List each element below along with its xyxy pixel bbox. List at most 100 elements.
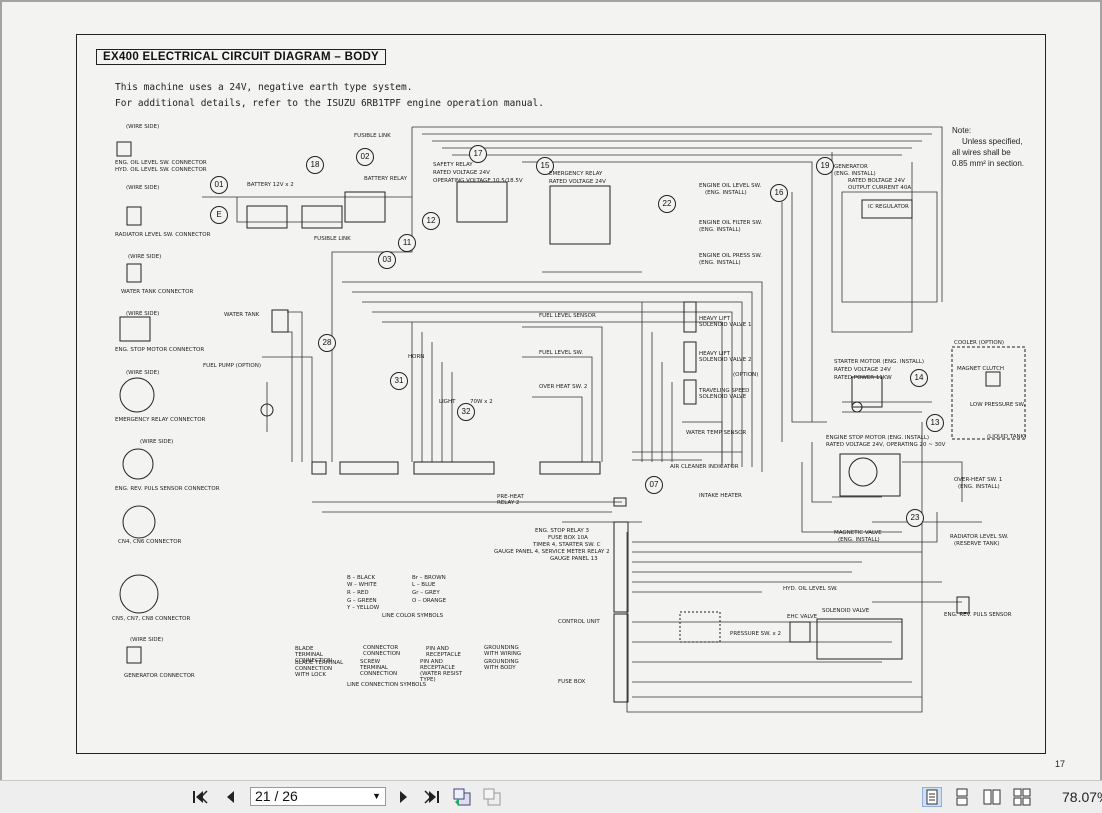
heavy-lift-1-label: HEAVY LIFT SOLENOID VALVE 1 [699, 316, 752, 328]
safety-relay-voltage: RATED VOLTAGE 24V [433, 170, 490, 176]
eng-install-label: (ENG. INSTALL) [699, 227, 741, 233]
radiator-connector-label: RADIATOR LEVEL SW. CONNECTOR [115, 232, 211, 238]
cooler-label: COOLER (OPTION) [954, 340, 1004, 346]
eng-stop-motor-label: ENGINE STOP MOTOR (ENG. INSTALL) [826, 435, 930, 441]
legend-connection: GROUNDING WITH WIRING [484, 645, 522, 657]
legend-connection-title: LINE CONNECTION SYMBOLS [347, 682, 427, 688]
safety-relay-operating: OPERATING VOLTAGE 10.5/18.5V [433, 178, 523, 184]
eng-stop-connector-label: ENG. STOP MOTOR CONNECTOR [115, 347, 205, 353]
cn7-list-item: FUSE BOX 10A [548, 535, 588, 541]
first-page-icon [193, 790, 208, 804]
travel-speed-label: TRAVELING SPEED SOLENOID VALVE [699, 388, 750, 400]
eng-oil-press-label: ENGINE OIL PRESS SW. [699, 253, 762, 259]
cn7-list-item: GAUGE PANEL 4, SERVICE METER RELAY 2 [494, 549, 610, 555]
hyd-oil-level-connector-label: HYD. OIL LEVEL SW. CONNECTOR [115, 167, 207, 173]
callout-03: 03 [378, 251, 396, 269]
callout-15: 15 [536, 157, 554, 175]
emergency-relay-voltage: RATED VOLTAGE 24V [549, 179, 606, 185]
two-page-continuous-icon [1013, 788, 1031, 806]
chevron-down-icon: ▼ [372, 791, 381, 801]
note-title: Note: [952, 126, 972, 135]
callout-18: 18 [306, 156, 324, 174]
callout-23: 23 [906, 509, 924, 527]
single-page-icon [926, 789, 938, 805]
wire-side-label: (WIRE SIDE) [126, 185, 160, 191]
cn7-list-item: ENG. STOP RELAY 3 [535, 528, 590, 534]
callout-01: 01 [210, 176, 228, 194]
light-rating: 70W x 2 [470, 399, 493, 405]
eng-install-label: (ENG. INSTALL) [699, 260, 741, 266]
callout-28: 28 [318, 334, 336, 352]
forward-view-icon [483, 788, 501, 806]
generator-connector-label: GENERATOR CONNECTOR [124, 673, 195, 679]
callout-32: 32 [457, 403, 475, 421]
wire-side-label: (WIRE SIDE) [126, 124, 160, 130]
continuous-view-button[interactable] [952, 787, 972, 807]
magnet-clutch-label: MAGNET CLUTCH [957, 366, 1005, 372]
two-page-continuous-view-button[interactable] [1012, 787, 1032, 807]
continuous-page-icon [956, 788, 968, 806]
water-tank-label: WATER TANK [224, 312, 260, 318]
legend-connection: BLADE TERMINAL CONNECTION WITH LOCK [295, 660, 344, 678]
page-selector[interactable]: 21 / 26 ▼ [250, 787, 386, 806]
first-page-button[interactable] [190, 787, 210, 807]
zoom-level[interactable]: 78.07% [1062, 789, 1102, 805]
callout-31: 31 [390, 372, 408, 390]
callout-12: 12 [422, 212, 440, 230]
magnetic-valve-label: MAGNETIC VALVE [834, 530, 882, 536]
water-tank-connector-label: WATER TANK CONNECTOR [121, 289, 194, 295]
go-back-view-button[interactable] [452, 787, 472, 807]
eng-oil-level-label: ENGINE OIL LEVEL SW. [699, 183, 762, 189]
fuse-box-label: FUSE BOX [558, 679, 586, 685]
ic-regulator-label: IC REGULATOR [868, 204, 909, 210]
wire-side-label: (WIRE SIDE) [140, 439, 174, 445]
go-forward-view-button[interactable] [482, 787, 502, 807]
back-view-icon [453, 788, 471, 806]
legend-connection: PIN AND RECEPTACLE [426, 646, 461, 658]
callout-14: 14 [910, 369, 928, 387]
fusible-link-label: FUSIBLE LINK [354, 133, 391, 139]
callout-22: 22 [658, 195, 676, 213]
eng-install-label: (ENG. INSTALL) [834, 171, 876, 177]
legend-color: Br – BROWN [412, 575, 446, 581]
starter-voltage: RATED VOLTAGE 24V [834, 367, 891, 373]
page-selector-value: 21 / 26 [255, 788, 298, 804]
next-page-icon [400, 791, 407, 803]
legend-color-title: LINE COLOR SYMBOLS [382, 613, 444, 619]
single-page-view-button[interactable] [922, 787, 942, 807]
last-page-button[interactable] [422, 787, 442, 807]
over-heat-sw1-label: OVER-HEAT SW. 1 [954, 477, 1003, 483]
battery-label: BATTERY 12V x 2 [247, 182, 294, 188]
fuel-level-sensor-label: FUEL LEVEL SENSOR [539, 313, 596, 319]
note-box: Note: Unless specified, all wires shall … [952, 125, 1024, 169]
callout-17: 17 [469, 145, 487, 163]
diagram-title: EX400 ELECTRICAL CIRCUIT DIAGRAM – BODY [96, 49, 387, 65]
callout-16: 16 [770, 184, 788, 202]
callout-11: 11 [398, 234, 416, 252]
intake-heater-label: INTAKE HEATER [699, 493, 742, 499]
eng-install-label: (ENG. INSTALL) [705, 190, 747, 196]
starter-motor-label: STARTER MOTOR (ENG. INSTALL) [834, 359, 925, 365]
document-viewport[interactable]: EX400 ELECTRICAL CIRCUIT DIAGRAM – BODY … [0, 0, 1102, 780]
liquid-tank-label: (LIQUID TANK) [987, 434, 1027, 440]
callout-19: 19 [816, 157, 834, 175]
cn5-cn7-cn8-connector-label: CN5, CN7, CN8 CONNECTOR [112, 616, 191, 622]
legend-connection: SCREW TERMINAL CONNECTION [360, 659, 398, 677]
callout-13: 13 [926, 414, 944, 432]
emergency-relay-label: EMERGENCY RELAY [549, 171, 603, 177]
emergency-connector-label: EMERGENCY RELAY CONNECTOR [115, 417, 206, 423]
legend-color: L – BLUE [412, 582, 436, 588]
callout-07: 07 [645, 476, 663, 494]
legend-connection: PIN AND RECEPTACLE (WATER RESIST TYPE) [420, 659, 463, 683]
generator-current: OUTPUT CURRENT 40A [848, 185, 912, 191]
previous-page-button[interactable] [220, 787, 240, 807]
next-page-button[interactable] [394, 787, 414, 807]
legend-color: Y – YELLOW [347, 605, 380, 611]
legend-connection: CONNECTOR CONNECTION [363, 645, 401, 657]
legend-color: O – ORANGE [412, 598, 447, 604]
hyd-oil-level-label: HYD. OIL LEVEL SW. [783, 586, 838, 592]
viewer-toolbar: 21 / 26 ▼ 78.07% [0, 780, 1102, 813]
radiator-level-label: RADIATOR LEVEL SW. [950, 534, 1009, 540]
cn4-cn6-connector-label: CN4, CN6 CONNECTOR [118, 539, 182, 545]
two-page-view-button[interactable] [982, 787, 1002, 807]
